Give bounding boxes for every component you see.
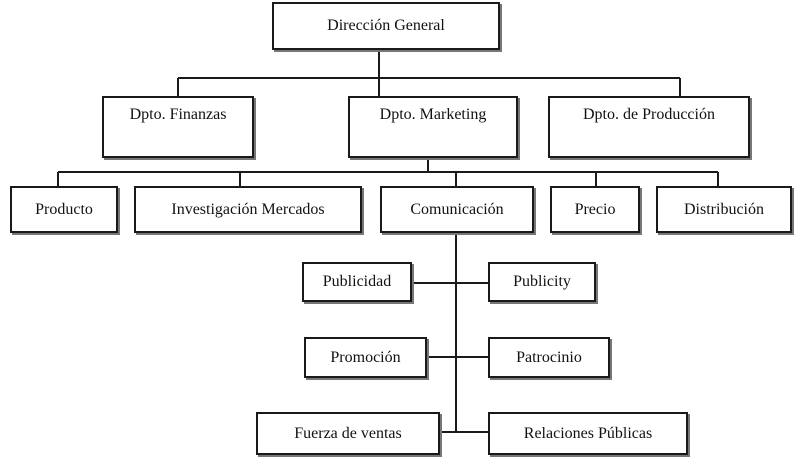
node-label: Relaciones Públicas (523, 424, 653, 442)
node-label: Dpto. Marketing (379, 106, 487, 123)
node-distribucion: Distribución (656, 186, 792, 233)
node-label: Promoción (330, 348, 401, 366)
node-comunicacion: Comunicación (380, 186, 534, 233)
node-publicity: Publicity (488, 262, 596, 302)
node-label: Patrocinio (516, 348, 582, 366)
node-label: Publicity (513, 273, 571, 290)
node-label: Investigación Mercados (171, 200, 325, 218)
node-precio: Precio (550, 186, 640, 233)
node-dpto-produccion: Dpto. de Producción (548, 96, 750, 158)
node-label: Dpto. de Producción (583, 106, 715, 123)
node-publicidad: Publicidad (302, 262, 412, 302)
node-patrocinio: Patrocinio (488, 337, 610, 378)
node-dpto-marketing: Dpto. Marketing (348, 96, 518, 158)
node-label: Precio (574, 200, 616, 218)
node-promocion: Promoción (304, 337, 427, 378)
node-label: Producto (35, 200, 93, 218)
node-investigacion-mercados: Investigación Mercados (134, 186, 362, 233)
node-label: Dirección General (327, 17, 445, 34)
node-label: Publicidad (322, 273, 392, 290)
node-relaciones-publicas: Relaciones Públicas (488, 412, 688, 455)
node-label: Dpto. Finanzas (129, 106, 227, 123)
node-label: Distribución (684, 200, 764, 218)
node-fuerza-de-ventas: Fuerza de ventas (256, 412, 440, 455)
node-label: Comunicación (410, 200, 504, 218)
node-dpto-finanzas: Dpto. Finanzas (102, 96, 254, 158)
node-direccion-general: Dirección General (272, 2, 500, 50)
node-label: Fuerza de ventas (294, 424, 402, 442)
node-producto: Producto (10, 186, 118, 233)
